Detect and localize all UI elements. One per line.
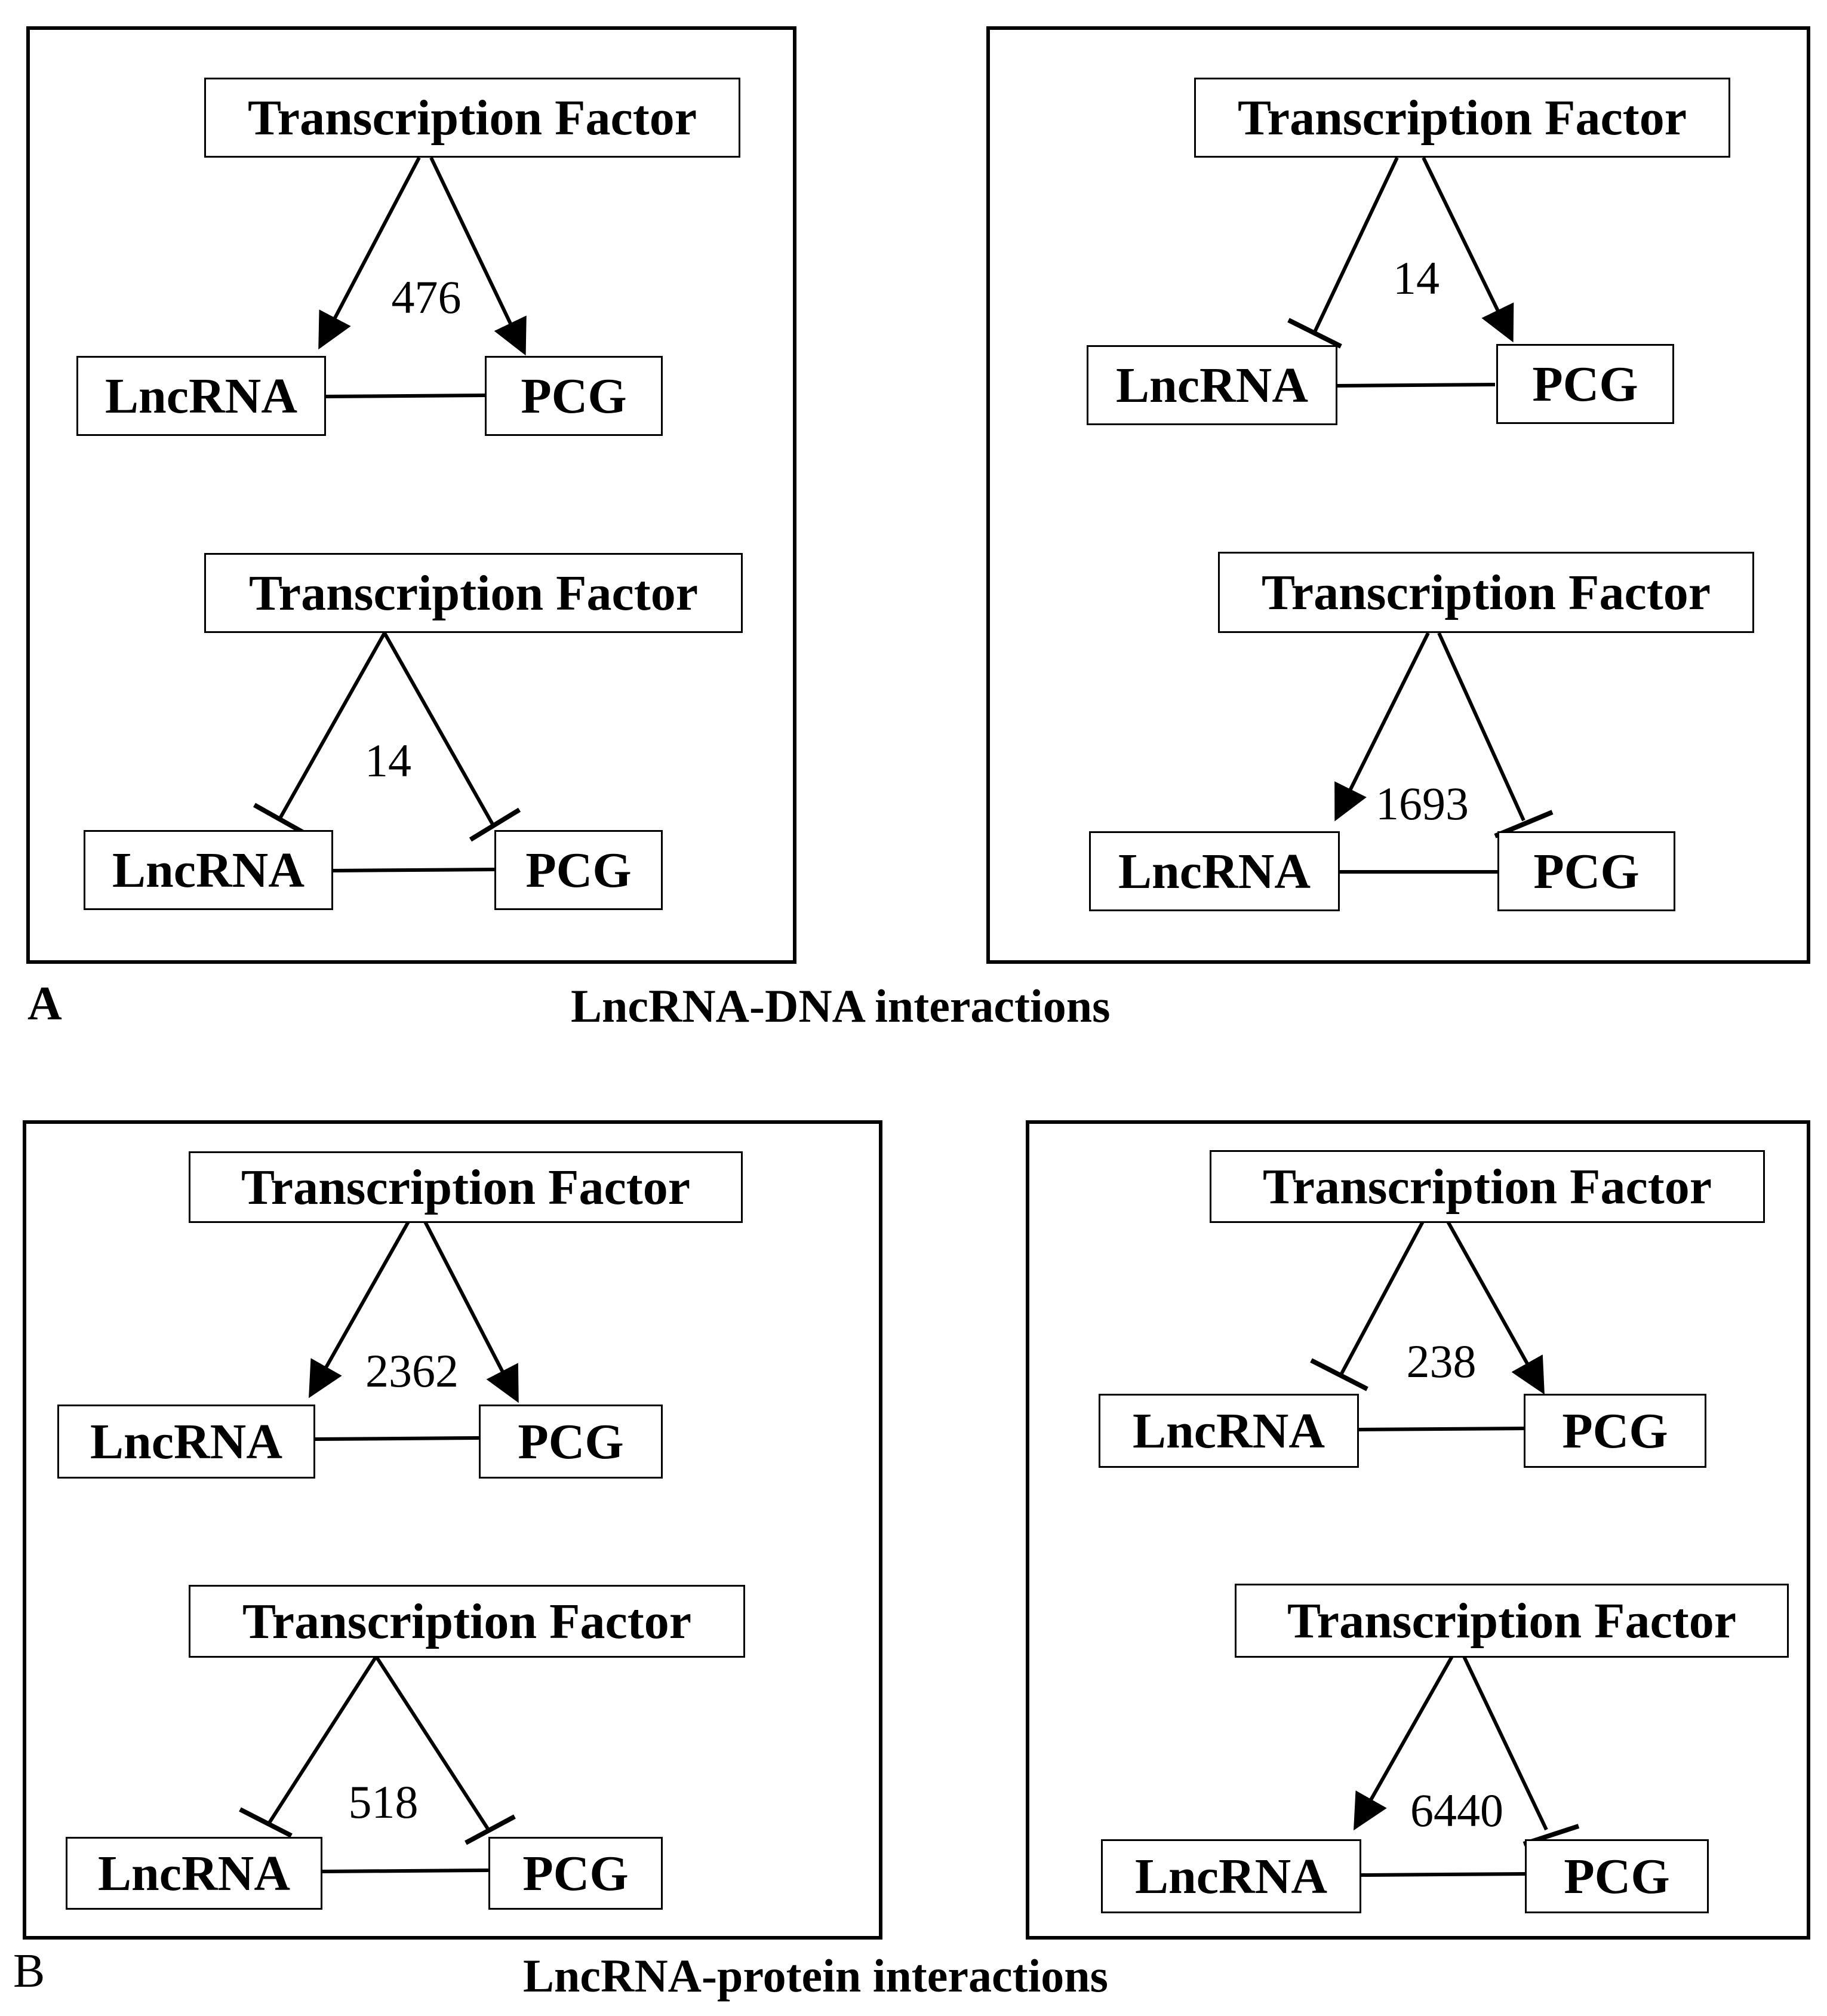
inhibition-bar-b3-lncrna (1310, 1358, 1368, 1391)
inhibition-bar-a2-pcg (469, 807, 521, 842)
motif-count-a3: 14 (1393, 252, 1440, 304)
motif-count-b3: 238 (1406, 1335, 1477, 1387)
edge-b1-lncrna-pcg (315, 1436, 481, 1441)
pcg-node-a2: PCG (494, 830, 663, 910)
lncrna-node-a4: LncRNA (1089, 831, 1340, 911)
lncrna-node-b4: LncRNA (1101, 1839, 1361, 1913)
section-b-letter: B (13, 1945, 45, 1997)
tf-node-a2: Transcription Factor (204, 553, 743, 633)
panel-b-left-frame (23, 1120, 882, 1940)
panel-a-left-frame (26, 26, 796, 964)
edge-a3-tf-lncrna (1312, 156, 1399, 336)
edge-b4-tf-lncrna (1354, 1655, 1454, 1831)
edge-b1-tf-pcg (423, 1221, 519, 1403)
tf-node-a3: Transcription Factor (1194, 78, 1730, 158)
motif-count-b4: 6440 (1410, 1784, 1503, 1836)
lncrna-node-a2: LncRNA (84, 830, 333, 910)
edge-b2-lncrna-pcg (322, 1869, 489, 1873)
edge-a1-tf-pcg (429, 156, 527, 356)
tf-node-b4: Transcription Factor (1235, 1584, 1789, 1658)
pcg-node-b4: PCG (1525, 1839, 1709, 1913)
motif-count-a4: 1693 (1376, 777, 1469, 829)
edge-b3-tf-pcg (1445, 1219, 1545, 1395)
edge-b3-lncrna-pcg (1357, 1427, 1525, 1431)
edge-b2-tf-lncrna (267, 1655, 378, 1825)
motif-count-b2: 518 (348, 1776, 419, 1828)
lncrna-node-b1: LncRNA (57, 1405, 315, 1479)
lncrna-node-a1: LncRNA (76, 356, 326, 436)
section-b-caption: LncRNA-protein interactions (523, 1950, 1108, 2002)
panel-a-right-frame (986, 26, 1810, 964)
tf-node-b1: Transcription Factor (189, 1151, 743, 1223)
pcg-node-a4: PCG (1497, 831, 1675, 911)
edge-a2-tf-lncrna (278, 632, 386, 820)
inhibition-bar-a3-lncrna (1287, 318, 1342, 349)
motif-count-b1: 2362 (365, 1345, 459, 1397)
edge-b3-tf-lncrna (1339, 1219, 1425, 1376)
pcg-node-b1: PCG (479, 1405, 663, 1479)
edge-a1-lncrna-pcg (325, 394, 487, 398)
motif-count-a2: 14 (365, 735, 411, 786)
panel-b-right-frame (1026, 1120, 1810, 1940)
edge-a1-tf-lncrna (318, 156, 421, 350)
pcg-node-b3: PCG (1524, 1394, 1706, 1468)
edge-a2-lncrna-pcg (331, 868, 496, 872)
edge-a4-tf-pcg (1437, 632, 1525, 822)
tf-node-a4: Transcription Factor (1218, 552, 1754, 633)
edge-a3-tf-pcg (1422, 156, 1514, 343)
lncrna-node-b2: LncRNA (66, 1837, 322, 1910)
edge-b4-tf-pcg (1462, 1655, 1548, 1831)
inhibition-bar-a2-lncrna (253, 803, 304, 835)
tf-node-b3: Transcription Factor (1210, 1150, 1765, 1223)
pcg-node-a1: PCG (485, 356, 663, 436)
tf-node-a1: Transcription Factor (204, 78, 740, 158)
edge-b1-tf-lncrna (309, 1221, 410, 1399)
edge-b4-lncrna-pcg (1360, 1872, 1527, 1877)
tf-node-b2: Transcription Factor (189, 1585, 745, 1658)
pcg-node-b2: PCG (488, 1837, 663, 1910)
edge-b2-tf-pcg (374, 1655, 490, 1831)
edge-a3-lncrna-pcg (1336, 383, 1496, 388)
motif-count-a1: 476 (391, 271, 462, 323)
pcg-node-a3: PCG (1496, 344, 1674, 424)
edge-a4-tf-lncrna (1334, 632, 1430, 822)
lncrna-node-b3: LncRNA (1099, 1394, 1359, 1468)
section-a-letter: A (27, 978, 62, 1030)
lncrna-node-a3: LncRNA (1087, 345, 1337, 425)
section-a-caption: LncRNA-DNA interactions (571, 980, 1111, 1032)
inhibition-bar-b2-lncrna (239, 1807, 293, 1838)
edge-a2-tf-pcg (383, 632, 495, 826)
inhibition-bar-b2-pcg (465, 1814, 516, 1845)
